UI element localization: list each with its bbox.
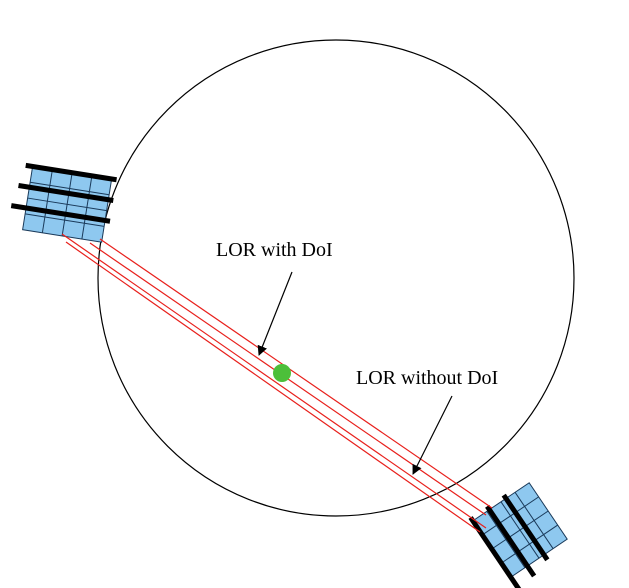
lor-without-doi-line-edge xyxy=(65,241,481,533)
lor-with-doi-line xyxy=(99,238,493,509)
doi-layer-divider xyxy=(25,162,117,183)
doi-layer-divider xyxy=(485,504,537,578)
detector-module-right xyxy=(468,482,568,588)
doi-layer-divider xyxy=(501,493,550,562)
label-lor-with-doi: LOR with DoI xyxy=(216,239,333,261)
scanner-ring xyxy=(97,39,575,517)
annihilation-point-icon xyxy=(273,364,291,382)
doi-layer-divider xyxy=(18,183,114,203)
doi-layer-divider xyxy=(10,203,111,224)
arrow-lor-with-doi xyxy=(257,271,293,356)
doi-layer-divider xyxy=(468,516,526,588)
detector-module-icon xyxy=(10,162,117,243)
detector-module-left xyxy=(10,162,117,243)
label-lor-without-doi: LOR without DoI xyxy=(356,367,498,389)
detector-module-icon xyxy=(468,482,568,588)
lor-without-doi-line xyxy=(61,233,487,529)
arrow-lor-without-doi xyxy=(412,395,453,475)
